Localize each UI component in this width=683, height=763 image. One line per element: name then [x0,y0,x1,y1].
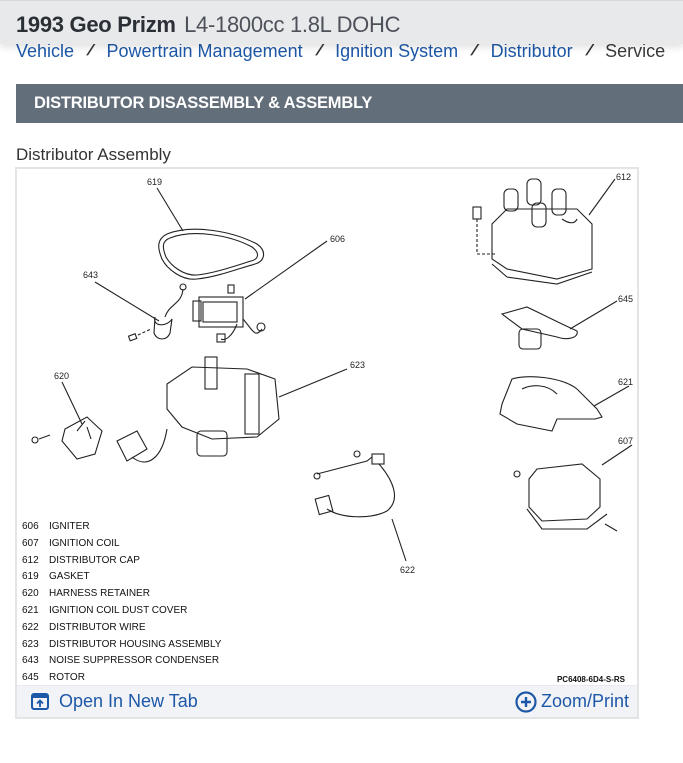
callout-643: 643 [83,270,98,280]
gasket-619-drawing [158,228,265,280]
distributor-diagram[interactable]: 619 606 [17,169,637,687]
distributor-wire-622-drawing [313,450,396,518]
zoom-print-button[interactable]: Zoom/Print [515,690,629,713]
breadcrumb-service: Service [605,40,666,61]
distributor-housing-623-drawing [116,356,280,463]
breadcrumb: Vehicle / Powertrain Management / Igniti… [16,36,665,66]
rotor-645-drawing [500,306,578,350]
section-heading: DISTRIBUTOR DISASSEMBLY & ASSEMBLY [16,84,683,123]
callout-623: 623 [350,360,365,370]
zoom-plus-icon [515,690,537,713]
callout-606: 606 [330,234,345,244]
breadcrumb-ignition-system[interactable]: Ignition System [335,40,459,61]
vehicle-title: 1993 Geo Prizm [16,12,176,37]
callout-621: 621 [618,377,633,387]
breadcrumb-separator-icon: / [468,42,481,59]
distributor-cap-612-drawing [472,178,593,285]
callout-607: 607 [618,436,633,446]
igniter-606-drawing [192,284,266,343]
breadcrumb-separator-icon: / [84,42,97,59]
open-in-new-tab-button[interactable]: Open In New Tab [31,691,198,712]
vehicle-engine: L4-1800cc 1.8L DOHC [184,12,401,37]
callout-622: 622 [400,565,415,575]
figure-code: PC6408-6D4-S-RS [556,675,625,684]
callout-619: 619 [147,177,162,187]
noise-suppressor-condenser-643-drawing [127,283,187,342]
figure-card: 619 606 [15,167,639,719]
ignition-coil-607-drawing [513,463,618,532]
ignition-coil-dust-cover-621-drawing [499,376,603,432]
breadcrumb-powertrain-management[interactable]: Powertrain Management [106,40,303,61]
figure-footer: Open In New Tab Zoom/Print [17,685,637,717]
callout-612: 612 [616,172,631,182]
open-new-tab-icon [31,693,49,710]
callout-645: 645 [618,294,633,304]
vehicle-header: 1993 Geo Prizm L4-1800cc 1.8L DOHC [0,0,683,44]
breadcrumb-distributor[interactable]: Distributor [490,40,573,61]
zoom-print-label: Zoom/Print [540,691,629,711]
breadcrumb-separator-icon: / [312,42,326,59]
breadcrumb-separator-icon: / [582,42,596,59]
breadcrumb-vehicle[interactable]: Vehicle [16,40,75,61]
open-in-new-tab-label: Open In New Tab [59,691,198,711]
harness-retainer-620-drawing [31,416,103,460]
figure-caption: Distributor Assembly [16,145,171,164]
callout-620: 620 [54,371,69,381]
